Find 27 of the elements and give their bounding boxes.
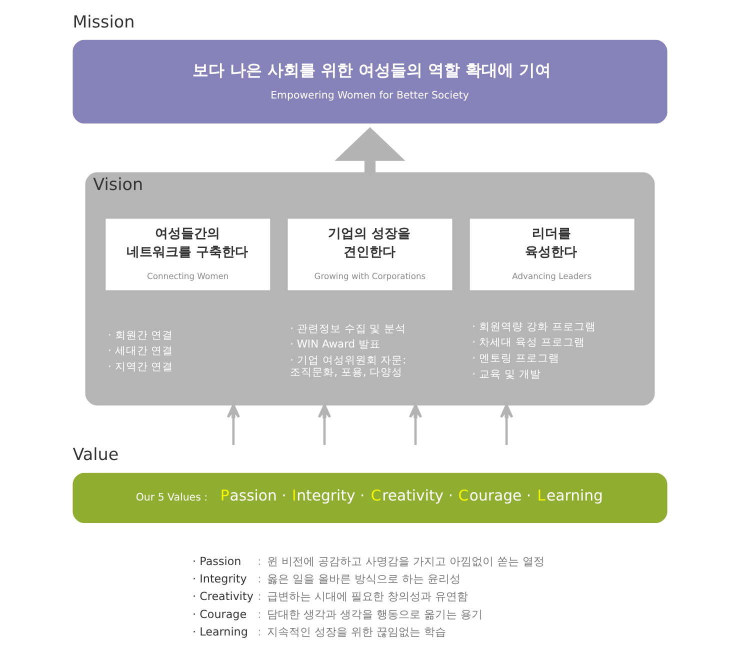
node-label: · 기업 여성위원회 자문: 조직문화, 포용, 다양성: [290, 353, 406, 378]
node-label: Value: [72, 444, 119, 464]
label: · Integrity: [192, 572, 247, 586]
node-label: Mission: [72, 11, 135, 32]
label: · Passion: [192, 554, 242, 568]
label: · Learning: [192, 625, 248, 638]
label: :: [258, 625, 262, 638]
label: 옳은 일을 올바른 방식으로 하는 윤리성: [266, 572, 461, 586]
label: :: [258, 554, 262, 568]
label: · Creativity: [192, 590, 254, 604]
node-label: · 지역간 연결: [108, 360, 174, 373]
node-label: · 세대간 연결: [108, 344, 174, 358]
label: · Courage: [192, 608, 247, 621]
label: 지속적인 성장을 위한 끊임없는 학습: [266, 625, 446, 638]
node-label: · WIN Award 발표: [290, 338, 380, 351]
label: :: [258, 590, 262, 604]
label: 급변하는 시대에 필요한 창의성과 유연함: [266, 590, 468, 604]
node-label: · 멘토링 프로그램: [472, 352, 560, 365]
node-label: · 차세대 육성 프로그램: [472, 336, 585, 349]
node-label: · 관련정보 수집 및 분석: [290, 322, 406, 335]
node-label: · 교육 및 개발: [472, 367, 541, 380]
node-label: · 회원간 연결: [108, 328, 174, 342]
label: :: [258, 572, 262, 586]
node-label: · 회원역량 강화 프로그램: [472, 320, 596, 333]
label: 담대한 생각과 생각을 행동으로 옮기는 용기: [266, 608, 483, 621]
label: :: [258, 608, 262, 621]
label: 윈 비전에 공감하고 사명감을 가지고 아낌없이 쏟는 열정: [266, 554, 545, 568]
